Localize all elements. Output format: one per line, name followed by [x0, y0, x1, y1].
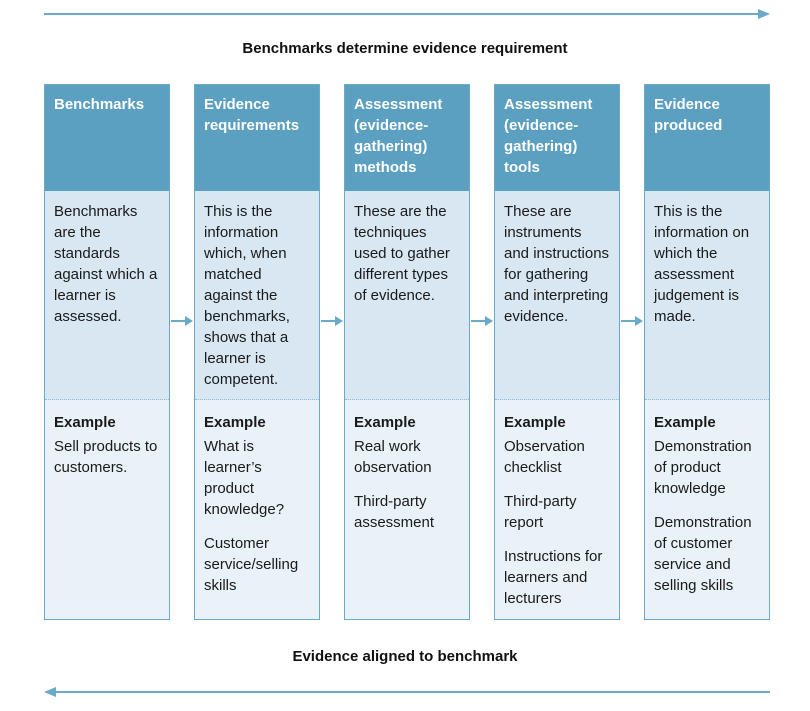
column-evidence-requirements: Evidence requirements This is the inform… [194, 84, 320, 620]
column-example: Example Sell products to customers. [45, 400, 169, 478]
column-example: Example What is learner’s product knowle… [195, 400, 319, 596]
example-label: Example [354, 414, 416, 431]
example-label: Example [504, 414, 566, 431]
connector-arrow-3 [471, 316, 493, 326]
column-description: This is the information on which the ass… [645, 191, 769, 400]
example-item: Customer service/selling skills [204, 535, 299, 594]
example-item: Demonstration of product knowledge [654, 438, 752, 497]
example-label: Example [204, 414, 266, 431]
column-benchmarks: Benchmarks Benchmarks are the standards … [44, 84, 170, 620]
column-description: These are the techniques used to gather … [345, 191, 469, 400]
column-assessment-methods: Assessment (evidence-gathering) methods … [344, 84, 470, 620]
top-flow-arrow [44, 9, 770, 19]
bottom-caption: Evidence aligned to benchmark [292, 648, 518, 665]
connector-arrow-1 [171, 316, 193, 326]
column-title: Assessment (evidence-gathering) tools [495, 85, 619, 191]
bottom-flow-arrow [44, 687, 770, 697]
example-item: Observation checklist [504, 438, 585, 476]
column-title: Assessment (evidence-gathering) methods [345, 85, 469, 191]
example-item: Demonstration of customer service and se… [654, 514, 752, 594]
column-description: Benchmarks are the standards against whi… [45, 191, 169, 400]
column-title: Benchmarks [45, 85, 169, 191]
example-label: Example [654, 414, 716, 431]
column-example: Example Observation checklist Third-part… [495, 400, 619, 609]
example-label: Example [54, 414, 116, 431]
column-assessment-tools: Assessment (evidence-gathering) tools Th… [494, 84, 620, 620]
example-item: Third-party assessment [354, 493, 435, 531]
column-example: Example Demonstration of product knowled… [645, 400, 769, 596]
example-item: Real work observation [354, 438, 432, 476]
column-description: This is the information which, when matc… [195, 191, 319, 400]
example-item: Instructions for learners and lecturers [504, 548, 603, 607]
example-item: Sell products to customers. [54, 438, 158, 476]
column-title: Evidence requirements [195, 85, 319, 191]
column-description: These are instruments and instructions f… [495, 191, 619, 400]
connector-arrow-2 [321, 316, 343, 326]
column-evidence-produced: Evidence produced This is the informatio… [644, 84, 770, 620]
example-item: What is learner’s product knowledge? [204, 438, 285, 518]
column-title: Evidence produced [645, 85, 769, 191]
example-item: Third-party report [504, 493, 577, 531]
connector-arrow-4 [621, 316, 643, 326]
top-caption: Benchmarks determine evidence requiremen… [242, 40, 568, 57]
column-example: Example Real work observation Third-part… [345, 400, 469, 533]
